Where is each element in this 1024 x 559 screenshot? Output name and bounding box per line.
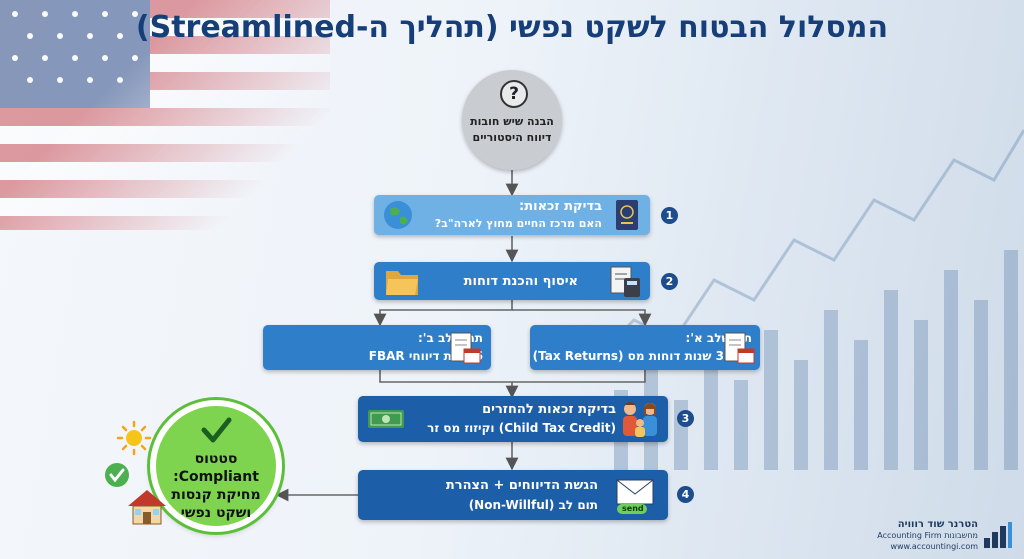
- step-4-box: הגשת הדיווחים + הצהרת תום לב (Non-Willfu…: [358, 470, 668, 520]
- step-2-box: איסוף והכנת דוחות: [374, 262, 650, 300]
- folder-icon: [384, 265, 420, 297]
- status-text: סטטוס Compliant: מחיקת קנסות ושקט נפשי: [160, 450, 272, 522]
- step-1-line2: האם מרכז החיים מחוץ לארה"ב?: [434, 217, 602, 230]
- status-line1: סטטוס: [194, 451, 238, 467]
- question-icon: ?: [500, 80, 528, 108]
- passport-icon: [610, 198, 644, 232]
- substep-a-line2: 3 שנות דוחות מס (Tax Returns): [532, 349, 724, 363]
- step-3-line2: (Child Tax Credit) וקיזוז מס זר: [427, 421, 616, 435]
- step-4-line2: תום לב (Non-Willful): [468, 498, 598, 512]
- start-line2: דיווח היסטוריים: [472, 131, 552, 144]
- step-3-line1: בדיקת זכאות להחזרים: [482, 402, 616, 417]
- step-1-box: בדיקת זכאות: האם מרכז החיים מחוץ לארה"ב?: [374, 195, 650, 235]
- logo-subtitle: Accounting Firm מחשבונות: [877, 531, 978, 540]
- flag-decoration: [0, 0, 330, 230]
- house-icon: [124, 486, 170, 526]
- start-node: ? הבנה שיש חובות דיווח היסטוריים: [462, 70, 562, 170]
- check-icon: [198, 412, 234, 448]
- logo-url: www.accountingi.com: [890, 542, 978, 551]
- step-3-number: 3: [677, 410, 694, 427]
- step-2-line1: איסוף והכנת דוחות: [463, 274, 578, 289]
- logo-name: הטרנר שוד רווויה: [897, 519, 978, 530]
- step-1-number: 1: [661, 207, 678, 224]
- document-calendar-icon: [722, 331, 756, 365]
- step-4-number: 4: [677, 486, 694, 503]
- status-line3: מחיקת קנסות: [171, 487, 261, 503]
- tax-calculator-icon: [608, 264, 642, 298]
- step-4-line1: הגשת הדיווחים + הצהרת: [445, 478, 598, 493]
- status-line2: Compliant:: [173, 469, 259, 485]
- start-text: הבנה שיש חובות דיווח היסטוריים: [468, 114, 556, 146]
- sun-icon: [116, 420, 152, 456]
- status-line4: ושקט נפשי: [180, 505, 252, 521]
- step-2-number: 2: [661, 273, 678, 290]
- company-logo: הטרנר שוד רווויה Accounting Firm מחשבונו…: [877, 518, 1016, 554]
- start-line1: הבנה שיש חובות: [470, 115, 554, 128]
- family-icon: [618, 399, 662, 439]
- send-label: send: [622, 504, 644, 513]
- substep-b-box: תת-שלב ב': 6 שנות דיווחי FBAR: [263, 325, 491, 370]
- step-1-line1: בדיקת זכאות:: [519, 199, 602, 214]
- globe-icon: [382, 199, 414, 231]
- page-title: המסלול הבטוח לשקט נפשי (תהליך ה-Streamli…: [135, 10, 889, 45]
- status-node: סטטוס Compliant: מחיקת קנסות ושקט נפשי: [150, 400, 282, 532]
- bar-chart-logo-icon: [982, 520, 1014, 550]
- money-icon: [366, 404, 406, 434]
- substep-a-box: תת-שלב א': 3 שנות דוחות מס (Tax Returns): [530, 325, 760, 370]
- check-circle-icon: [104, 462, 130, 488]
- step-3-box: בדיקת זכאות להחזרים (Child Tax Credit) ו…: [358, 396, 668, 442]
- document-calendar-icon: [448, 331, 482, 365]
- send-envelope-icon: send: [613, 476, 657, 516]
